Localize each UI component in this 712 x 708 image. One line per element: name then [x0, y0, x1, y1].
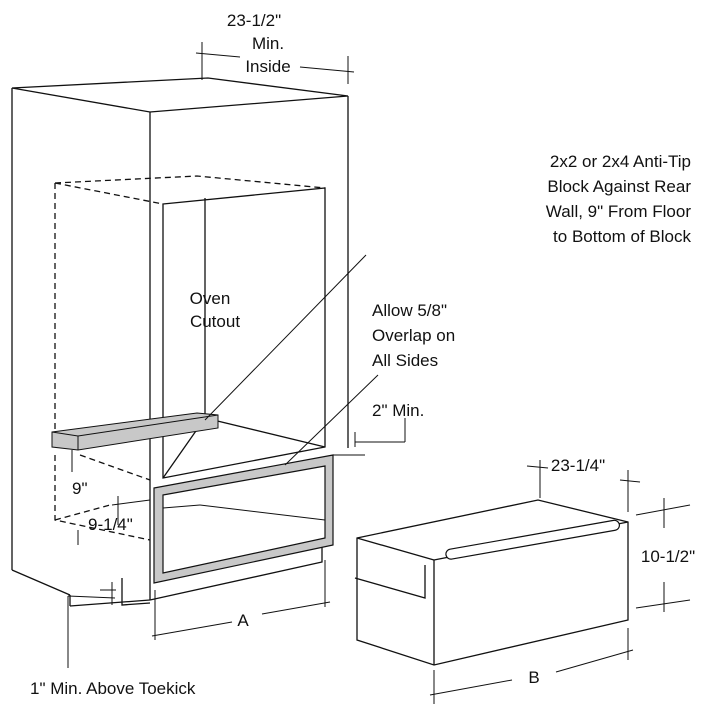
- warming-drawer: [354, 499, 629, 666]
- antitip-label-line2: Block Against Rear: [547, 177, 691, 196]
- cabinet: [11, 77, 349, 607]
- drawer-height-label: 10-1/2": [641, 547, 695, 566]
- oven-cutout-label-line1: Oven: [190, 289, 231, 308]
- top-width-label-line3: Inside: [245, 57, 290, 76]
- drawer-body: [356, 499, 629, 666]
- overlap-label-line2: Overlap on: [372, 326, 455, 345]
- oven-cutout-label-line2: Cutout: [190, 312, 240, 331]
- overlap-label-line1: Allow 5/8": [372, 301, 447, 320]
- drawer-handle: [445, 519, 621, 560]
- drawer-depth-label: 23-1/4": [551, 456, 605, 475]
- antitip-label-line4: to Bottom of Block: [553, 227, 691, 246]
- dim-A-label: A: [237, 611, 249, 630]
- overlap-label-line3: All Sides: [372, 351, 438, 370]
- drawer-dimension-lines: [429, 460, 691, 704]
- drawer-opening-frame: [153, 454, 334, 584]
- min-2-label: 2" Min.: [372, 401, 424, 420]
- cabinet-top: [11, 77, 349, 113]
- top-width-label-line1: 23-1/2": [227, 11, 281, 30]
- oven-cutout-opening: [54, 175, 326, 541]
- dimension-lines: [67, 42, 406, 668]
- dim-9-1-4-label: 9-1/4": [88, 515, 133, 534]
- toekick-label: 1" Min. Above Toekick: [30, 679, 196, 698]
- antitip-label-line3: Wall, 9" From Floor: [546, 202, 692, 221]
- top-width-label-line2: Min.: [252, 34, 284, 53]
- antitip-label-line1: 2x2 or 2x4 Anti-Tip: [550, 152, 691, 171]
- dim-B-label: B: [528, 668, 539, 687]
- anti-tip-block: [51, 412, 219, 451]
- dim-9-label: 9": [72, 479, 88, 498]
- oven-cutout-front: [162, 187, 326, 479]
- leader-lines: [204, 254, 379, 466]
